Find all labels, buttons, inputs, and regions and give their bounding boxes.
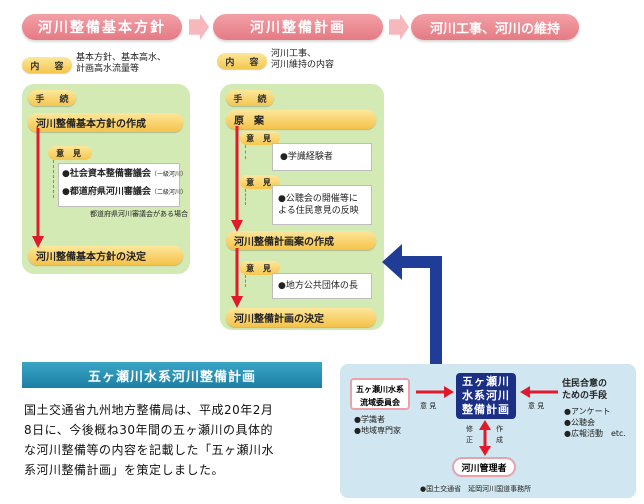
inset-consensus-line: ための手段	[562, 391, 608, 401]
right-content-tag: 内 容	[217, 53, 267, 69]
right-opinion-box	[272, 143, 372, 171]
inset-vertical-left-label: 修 正	[466, 424, 473, 446]
inset-vertical-char: 作	[496, 425, 503, 433]
inset-consensus-item: ●公聴会	[564, 418, 595, 427]
summary-title: 五ヶ瀬川水系河川整備計画	[22, 362, 322, 388]
inset-committee-line: 五ヶ瀬川水系	[356, 385, 404, 394]
inset-arrow-right-icon	[416, 386, 454, 398]
left-content-line: 基本方針、基本高水、	[76, 53, 167, 63]
inset-consensus-list: ●アンケート ●公聴会 ●広報活動 etc.	[564, 406, 626, 439]
inset-consensus-line: 住民合意の	[562, 379, 608, 389]
inset-vertical-right-label: 作 成	[496, 424, 503, 446]
inset-vertical-char: 成	[496, 436, 503, 444]
inset-vertical-char: 修	[466, 425, 473, 433]
flow-step-basic-policy: 河川整備基本方針	[22, 14, 182, 40]
inset-consensus-title: 住民合意の ための手段	[562, 378, 607, 402]
right-content-line: 河川工事、	[271, 49, 317, 59]
left-content-tag: 内 容	[22, 57, 72, 73]
inset-arrow-left-label: 意 見	[420, 402, 437, 410]
summary-line: 8日に、今後概ね30年間の五ヶ瀬川の具体的	[24, 423, 274, 437]
left-opinion-box	[58, 163, 180, 207]
inset-consensus-item: ●広報活動 etc.	[564, 429, 626, 438]
right-opinion-box	[272, 185, 372, 225]
flow-step-maintenance-plan: 河川整備計画	[213, 14, 383, 40]
left-opinion-item: ●都道府県河川審議会（二級河川）	[62, 186, 187, 199]
right-content-text: 河川工事、 河川維持の内容	[271, 49, 334, 71]
left-opinion-item-note: （一級河川）	[150, 171, 187, 178]
left-opinion-item-text: ●都道府県河川審議会	[62, 187, 151, 197]
inset-consensus-item: ●アンケート	[564, 407, 611, 416]
blue-link-arrow-icon	[382, 244, 442, 364]
flow-arrow-icon	[189, 14, 209, 40]
right-plan-draft-bar: 河川整備計画案の作成	[226, 231, 376, 250]
inset-arrow-left-icon	[520, 386, 558, 398]
right-opinion-item: ●公聴会の開催等に よる住民意見の反映	[278, 193, 359, 217]
left-procedure-tag: 手 続	[28, 90, 76, 106]
flow-step-construction: 河川工事、河川の維持	[411, 14, 579, 40]
left-flow-arrow-icon	[32, 128, 44, 248]
right-flow-arrow-icon	[231, 248, 243, 308]
inset-plan-line: 五ヶ瀬川	[462, 375, 510, 388]
summary-line: 国土交通省九州地方整備局は、平成20年2月	[24, 403, 274, 417]
right-opinion-line: よる住民意見の反映	[278, 206, 359, 216]
left-create-bar: 河川整備基本方針の作成	[28, 113, 183, 132]
left-opinion-item-note: （二級河川）	[150, 189, 187, 196]
right-opinion-line: ●公聴会の開催等に	[278, 194, 358, 204]
inset-arrow-right-label: 意 見	[528, 402, 545, 410]
summary-line: な河川整備等の内容を記載した「五ヶ瀬川水	[24, 443, 275, 457]
inset-footer: ●国土交通省 延岡河川国道事務所	[420, 485, 532, 493]
right-content-line: 河川維持の内容	[271, 60, 335, 70]
left-opinion-tag: 意 見	[48, 146, 92, 160]
inset-committee-list: ●学識者 ●地域専門家	[354, 414, 401, 436]
right-opinion-connector	[245, 275, 246, 287]
right-opinion-tag: 意 見	[240, 131, 280, 145]
right-opinion-tag: 意 見	[240, 175, 280, 189]
left-opinion-connector	[53, 160, 54, 198]
flow-arrow-icon	[389, 14, 409, 40]
inset-vertical-char: 正	[466, 436, 473, 444]
left-content-text: 基本方針、基本高水、 計画高水流量等	[76, 53, 166, 75]
right-decide-bar: 河川整備計画の決定	[226, 308, 376, 327]
summary-text: 国土交通省九州地方整備局は、平成20年2月 8日に、今後概ね30年間の五ヶ瀬川の…	[24, 400, 324, 480]
right-opinion-tag: 意 見	[240, 261, 280, 275]
left-decide-bar: 河川整備基本方針の決定	[28, 246, 183, 265]
right-opinion-box	[272, 273, 372, 299]
left-opinion-item: ●社会資本整備審議会（一級河川）	[62, 168, 187, 181]
right-opinion-connector	[245, 145, 246, 159]
inset-plan-box: 五ヶ瀬川 水系河川 整備計画	[456, 373, 516, 419]
right-opinion-item: ●地方公共団体の長	[278, 281, 358, 291]
inset-admin-box: 河川管理者	[452, 457, 516, 477]
inset-committee-box: 五ヶ瀬川水系 流域委員会	[350, 378, 410, 410]
summary-line: 系河川整備計画」を策定しました。	[24, 463, 225, 477]
left-content-line: 計画高水流量等	[76, 64, 140, 74]
right-draft-bar: 原 案	[226, 110, 376, 129]
inset-plan-line: 水系河川	[462, 389, 510, 402]
right-opinion-connector	[245, 189, 246, 205]
inset-plan-line: 整備計画	[462, 403, 510, 416]
left-opinion-footnote: 都道府県河川審議会がある場合	[90, 210, 188, 218]
inset-committee-item: ●学識者	[354, 415, 385, 424]
left-opinion-item-text: ●社会資本整備審議会	[62, 169, 151, 179]
inset-vertical-arrow-icon	[479, 420, 491, 456]
inset-committee-line: 流域委員会	[360, 398, 400, 407]
right-procedure-tag: 手 続	[226, 90, 274, 106]
inset-committee-item: ●地域専門家	[354, 426, 401, 435]
right-opinion-item: ●学識経験者	[280, 152, 333, 162]
right-flow-arrow-icon	[231, 126, 243, 232]
